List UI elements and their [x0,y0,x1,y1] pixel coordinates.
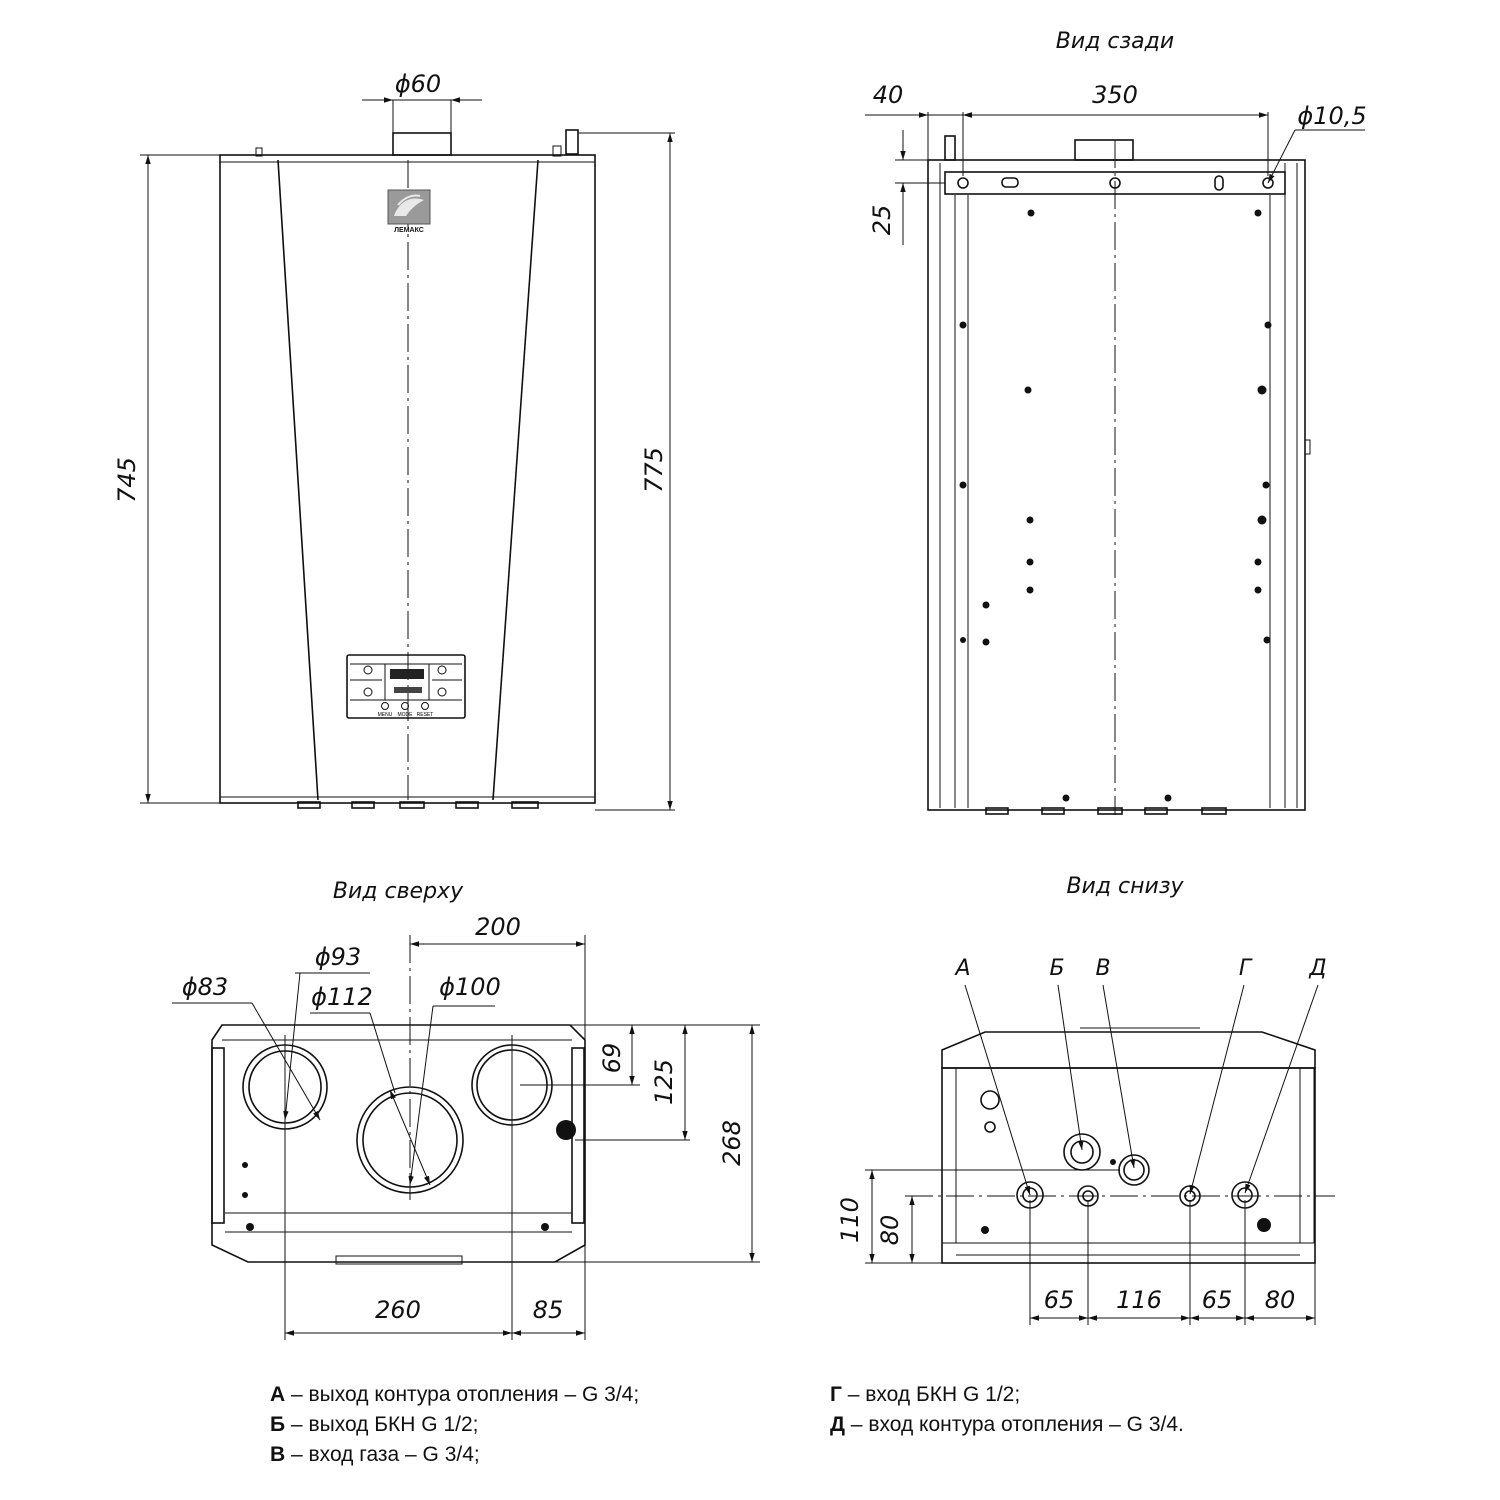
legend-letter: Г [830,1383,842,1406]
legend-letter: В [270,1443,286,1466]
dim-745: 745 [113,457,141,503]
dim-hole-diameter: ϕ10,5 [1297,102,1366,130]
legend-right: Г – вход БКН G 1/2; Д – вход контура ото… [830,1380,1184,1440]
top-view: Вид сверху ϕ83 ϕ93 [172,879,760,1340]
connection-b-fitting [1063,1133,1101,1171]
rear-view-title: Вид сзади [1056,29,1174,54]
legend-item-g: Г – вход БКН G 1/2; [830,1380,1184,1410]
dim-85: 85 [533,1296,564,1324]
dim-25: 25 [868,205,896,236]
dim-260: 260 [375,1296,421,1324]
logo-text: ЛЕМАКС [394,227,424,234]
panel-button-right-up[interactable] [437,665,447,675]
dim-d93: ϕ93 [315,943,361,971]
legend-letter: А [270,1383,286,1406]
dim-69: 69 [598,1043,626,1074]
control-panel: MENU MODE RESET [346,654,466,719]
label-d: Д [1308,956,1326,981]
dim-flue-diameter: ϕ60 [395,70,441,98]
legend-text: – выход контура отопления – G 3/4; [285,1383,640,1406]
legend-item-a: А – выход контура отопления – G 3/4; [270,1380,639,1410]
bottom-view-title: Вид снизу [1066,874,1184,899]
dim-65-left: 65 [1044,1286,1075,1314]
label-a: А [953,956,970,981]
legend-text: – выход БКН G 1/2; [285,1413,479,1436]
rear-flue [1074,139,1134,161]
air-vent [565,129,579,155]
legend-letter: Д [830,1413,845,1436]
label-v: В [1095,956,1110,981]
flue-pipe [392,132,452,156]
dim-116: 116 [1116,1286,1162,1314]
rear-bottom-fittings [985,807,1227,815]
menu-label: MENU [378,712,393,718]
rear-body-outline [927,159,1306,811]
dim-65-right: 65 [1202,1286,1233,1314]
dim-110: 110 [836,1197,864,1243]
rear-view: Вид сзади [865,29,1367,815]
top-fitting [556,1120,576,1140]
dim-80-width: 80 [1265,1286,1296,1314]
dim-80-height: 80 [876,1215,904,1246]
panel-button-right-down[interactable] [437,687,447,697]
legend-item-b: Б – выход БКН G 1/2; [270,1410,639,1440]
panel-button-left-down[interactable] [363,687,373,697]
legend-letter: Б [270,1413,286,1436]
lemax-logo: ЛЕМАКС [387,189,431,234]
bottom-top-rim [941,1031,1316,1069]
dim-200: 200 [475,913,521,941]
dim-125: 125 [650,1059,678,1105]
dim-350: 350 [1092,81,1138,109]
front-bottom-fittings [297,801,539,809]
legend-item-d: Д – вход контура отопления – G 3/4. [830,1410,1184,1440]
legend-text: – вход газа – G 3/4; [285,1443,480,1466]
rear-holes [959,209,1272,802]
mode-button[interactable] [401,702,409,710]
label-g: Г [1239,956,1253,981]
front-panel-right-edge [492,159,539,801]
mode-label: MODE [398,712,414,718]
bottom-view: Вид снизу [836,874,1335,1325]
legend-item-v: В – вход газа – G 3/4; [270,1440,639,1470]
front-view: ЛЕМАКС MENU MODE RESET [113,70,675,811]
top-view-title: Вид сверху [333,879,464,904]
front-panel-left-edge [277,159,319,801]
dim-d100: ϕ100 [439,973,501,1001]
reset-label: RESET [417,712,434,718]
legend-text: – вход контура отопления – G 3/4. [844,1413,1184,1436]
dim-40: 40 [873,81,904,109]
panel-button-left-up[interactable] [363,665,373,675]
dim-d112: ϕ112 [311,983,373,1011]
dim-268: 268 [718,1120,746,1166]
dim-775: 775 [640,447,668,493]
dim-d83: ϕ83 [182,973,228,1001]
reset-button[interactable] [421,702,429,710]
legend-left: А – выход контура отопления – G 3/4; Б –… [270,1380,639,1470]
menu-button[interactable] [381,702,389,710]
top-outline [211,1024,586,1263]
legend-text: – вход БКН G 1/2; [841,1383,1021,1406]
label-b: Б [1049,956,1064,981]
